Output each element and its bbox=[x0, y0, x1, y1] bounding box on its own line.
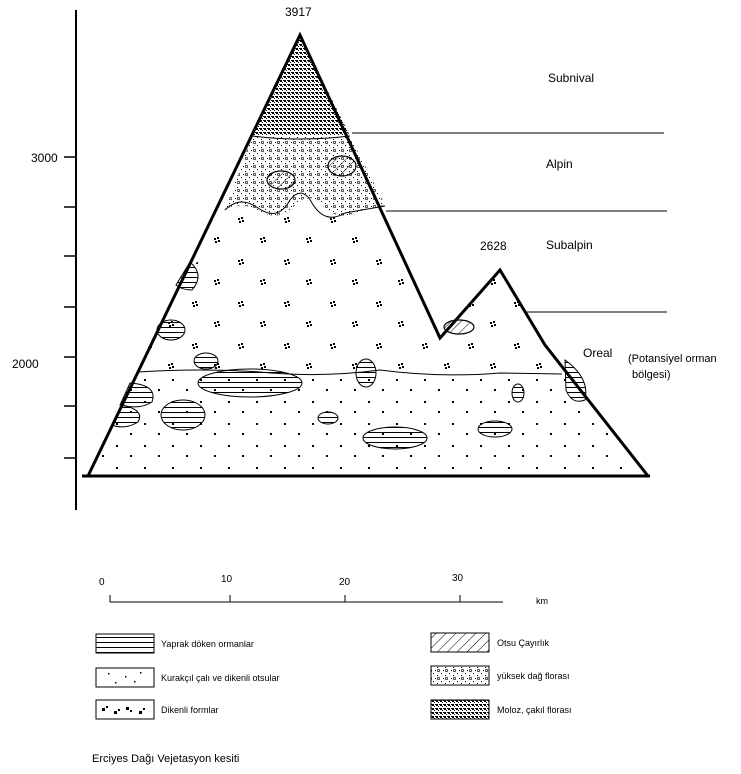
legend-swatch-debris bbox=[430, 699, 490, 720]
scale-unit: km bbox=[536, 596, 548, 606]
zone-label-potential-forest-2: bölgesi) bbox=[632, 369, 671, 381]
zone-label-alpin: Alpin bbox=[546, 157, 573, 171]
mountain-profile bbox=[82, 31, 650, 478]
zone-label-oreal: Oreal bbox=[583, 346, 612, 360]
scale-tick-10: 10 bbox=[221, 574, 233, 585]
scale-tick-20: 20 bbox=[339, 577, 351, 588]
secondary-peak-elevation: 2628 bbox=[480, 239, 507, 253]
legend-label-meadow: Otsu Çayırlık bbox=[497, 638, 550, 648]
legend-swatch-meadow bbox=[430, 632, 490, 653]
distance-scale-bar: 0 10 20 30 km bbox=[99, 573, 548, 606]
legend-label-high-mountain: yüksek dağ florası bbox=[497, 671, 570, 681]
main-peak-elevation: 3917 bbox=[285, 5, 312, 19]
legend-label-deciduous: Yaprak döken ormanlar bbox=[161, 639, 254, 649]
legend-label-debris: Moloz, çakıl florası bbox=[497, 705, 572, 715]
scale-tick-0: 0 bbox=[99, 577, 105, 588]
zone-label-potential-forest-1: (Potansiyel orman bbox=[628, 353, 717, 365]
zone-label-subnival: Subnival bbox=[548, 71, 594, 85]
elevation-label-2000: 2000 bbox=[12, 357, 39, 371]
legend-label-shrub: Kurakçıl çalı ve dikenli otsular bbox=[161, 673, 280, 683]
diagram-caption: Erciyes Dağı Vejetasyon kesiti bbox=[92, 753, 239, 765]
zone-label-subalpin: Subalpin bbox=[546, 238, 593, 252]
legend: Yaprak döken ormanlar Kurakçıl çalı ve d… bbox=[95, 632, 572, 720]
scale-tick-30: 30 bbox=[452, 573, 464, 584]
legend-swatch-deciduous bbox=[95, 633, 155, 654]
elevation-label-3000: 3000 bbox=[31, 151, 58, 165]
zone-divider-lines bbox=[352, 132, 667, 313]
legend-swatch-high-mountain bbox=[430, 665, 490, 686]
elevation-tick-marks bbox=[64, 156, 76, 459]
legend-label-thorny: Dikenli formlar bbox=[161, 705, 219, 715]
legend-swatch-thorny bbox=[95, 699, 155, 720]
